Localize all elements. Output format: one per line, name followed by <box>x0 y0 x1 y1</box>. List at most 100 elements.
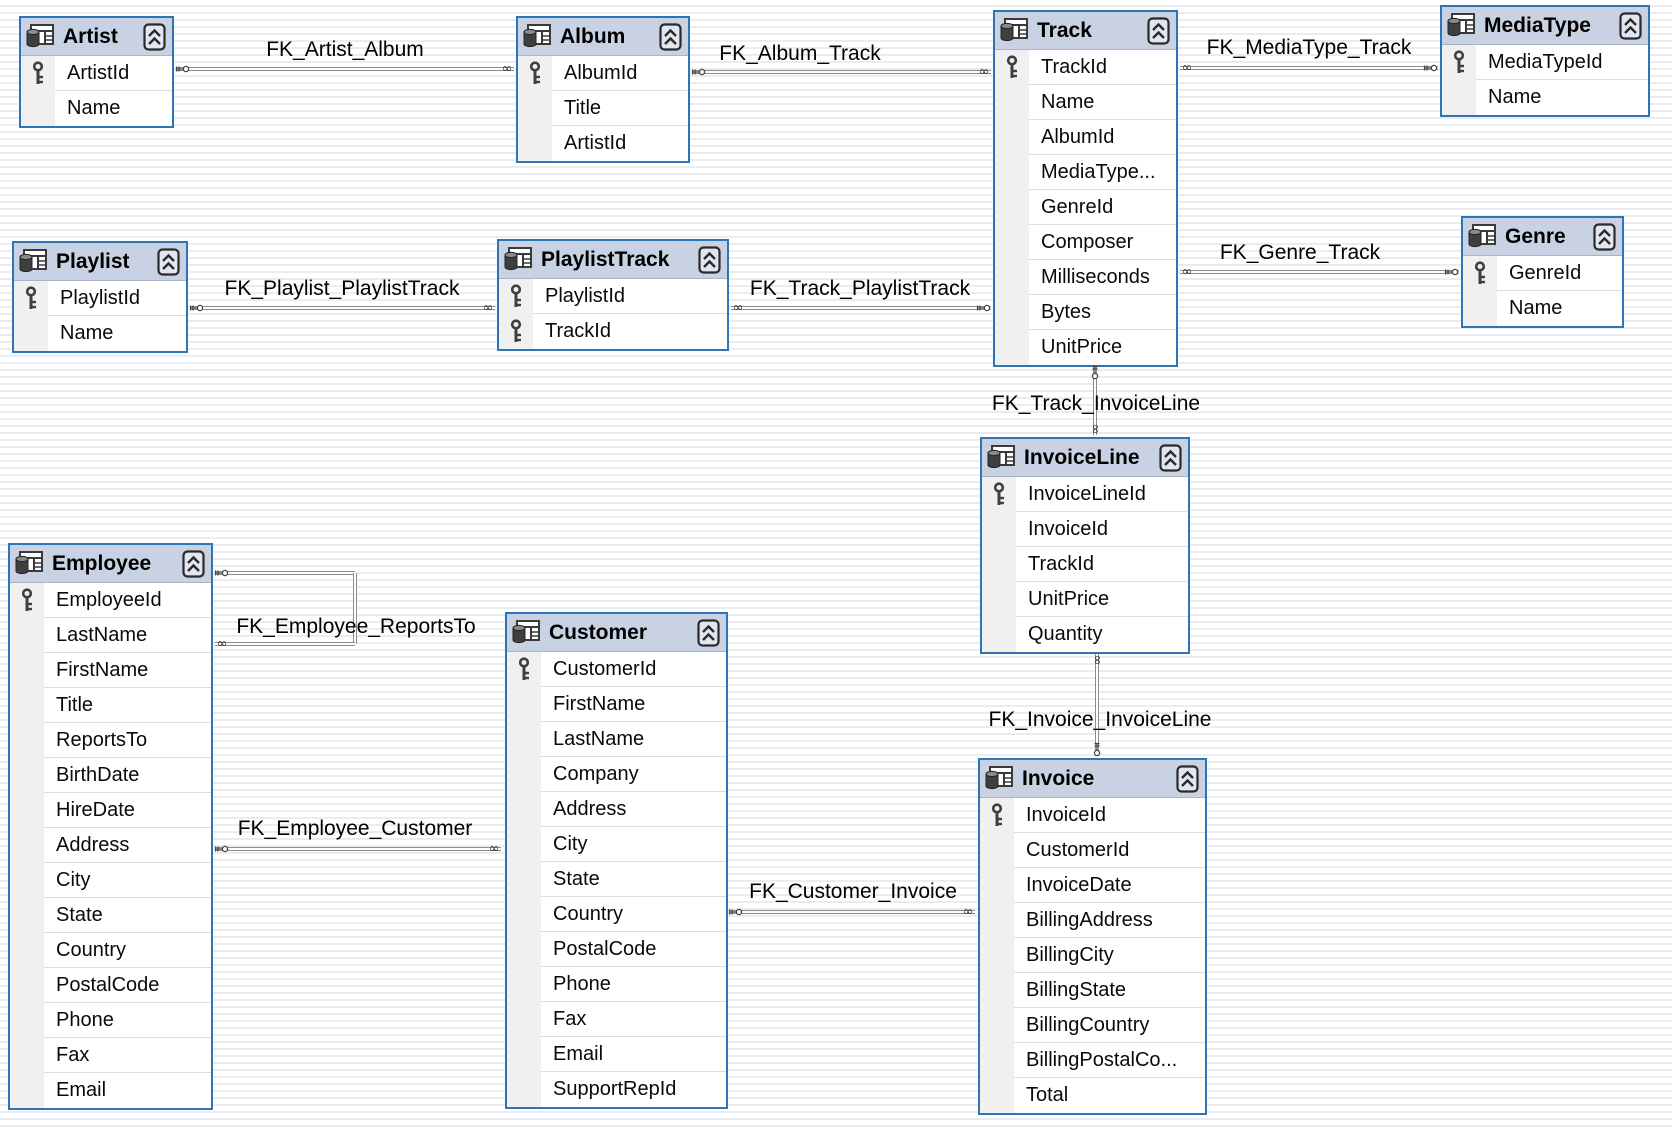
column-row-milliseconds[interactable]: Milliseconds <box>995 259 1176 295</box>
column-row-trackid[interactable]: TrackId <box>982 546 1188 582</box>
column-row-customerid[interactable]: CustomerId <box>980 832 1205 868</box>
column-row-title[interactable]: Title <box>10 687 211 723</box>
relation-line-fk_album_track[interactable] <box>692 70 991 74</box>
collapse-button[interactable] <box>1147 16 1170 45</box>
table-header-employee[interactable]: Employee <box>10 545 211 583</box>
column-row-country[interactable]: Country <box>507 896 726 932</box>
collapse-button[interactable] <box>182 549 205 578</box>
column-row-genreid[interactable]: GenreId <box>995 189 1176 225</box>
column-row-mediatypeid[interactable]: MediaTypeId <box>1442 45 1648 80</box>
relation-line-fk_employee_customer[interactable] <box>215 847 501 851</box>
column-row-artistid[interactable]: ArtistId <box>518 125 688 161</box>
relation-line-fk_employee_reportsto[interactable] <box>215 571 355 575</box>
column-row-phone[interactable]: Phone <box>507 966 726 1002</box>
column-row-reportsto[interactable]: ReportsTo <box>10 722 211 758</box>
column-row-postalcode[interactable]: PostalCode <box>10 967 211 1003</box>
column-row-firstname[interactable]: FirstName <box>10 652 211 688</box>
column-row-state[interactable]: State <box>507 861 726 897</box>
collapse-button[interactable] <box>1619 11 1642 40</box>
relation-label-fk_playlist_playlisttrack[interactable]: FK_Playlist_PlaylistTrack <box>224 277 460 300</box>
column-row-composer[interactable]: Composer <box>995 224 1176 260</box>
column-row-employeeid[interactable]: EmployeeId <box>10 583 211 618</box>
relation-line-fk_invoice_invoiceline[interactable] <box>1095 654 1099 756</box>
relation-line-fk_genre_track[interactable] <box>1180 270 1459 274</box>
column-row-company[interactable]: Company <box>507 756 726 792</box>
column-row-billingpostalco[interactable]: BillingPostalCo... <box>980 1042 1205 1078</box>
collapse-button[interactable] <box>1176 764 1199 793</box>
column-row-name[interactable]: Name <box>14 315 186 351</box>
column-row-name[interactable]: Name <box>21 90 172 126</box>
collapse-button[interactable] <box>659 22 682 51</box>
column-row-birthdate[interactable]: BirthDate <box>10 757 211 793</box>
relation-label-fk_mediatype_track[interactable]: FK_MediaType_Track <box>1206 36 1412 59</box>
collapse-button[interactable] <box>143 22 166 51</box>
column-row-artistid[interactable]: ArtistId <box>21 56 172 91</box>
collapse-button[interactable] <box>1159 443 1182 472</box>
table-header-playlist-track[interactable]: PlaylistTrack <box>499 241 727 279</box>
relation-label-fk_track_playlisttrack[interactable]: FK_Track_PlaylistTrack <box>749 277 971 300</box>
column-row-customerid[interactable]: CustomerId <box>507 652 726 687</box>
column-row-phone[interactable]: Phone <box>10 1002 211 1038</box>
column-row-albumid[interactable]: AlbumId <box>518 56 688 91</box>
table-header-media-type[interactable]: MediaType <box>1442 7 1648 45</box>
column-row-city[interactable]: City <box>10 862 211 898</box>
relation-label-fk_album_track[interactable]: FK_Album_Track <box>719 42 881 65</box>
relation-label-fk_track_invoiceline[interactable]: FK_Track_InvoiceLine <box>991 392 1201 415</box>
relation-label-fk_artist_album[interactable]: FK_Artist_Album <box>266 38 424 61</box>
table-header-invoice-line[interactable]: InvoiceLine <box>982 439 1188 477</box>
column-row-email[interactable]: Email <box>507 1036 726 1072</box>
relation-line-fk_track_playlisttrack[interactable] <box>731 306 991 310</box>
table-header-track[interactable]: Track <box>995 12 1176 50</box>
relation-label-fk_employee_customer[interactable]: FK_Employee_Customer <box>237 817 473 840</box>
column-row-country[interactable]: Country <box>10 932 211 968</box>
table-header-genre[interactable]: Genre <box>1463 218 1622 256</box>
relation-line-fk_employee_reportsto[interactable] <box>215 642 355 646</box>
column-row-unitprice[interactable]: UnitPrice <box>982 581 1188 617</box>
column-row-mediatype[interactable]: MediaType... <box>995 154 1176 190</box>
collapse-button[interactable] <box>1593 222 1616 251</box>
column-row-invoicedate[interactable]: InvoiceDate <box>980 867 1205 903</box>
relation-label-fk_genre_track[interactable]: FK_Genre_Track <box>1219 241 1381 264</box>
table-header-playlist[interactable]: Playlist <box>14 243 186 281</box>
column-row-billingcountry[interactable]: BillingCountry <box>980 1007 1205 1043</box>
column-row-billingcity[interactable]: BillingCity <box>980 937 1205 973</box>
column-row-quantity[interactable]: Quantity <box>982 616 1188 652</box>
relation-line-fk_artist_album[interactable] <box>176 67 514 71</box>
column-row-playlistid[interactable]: PlaylistId <box>14 281 186 316</box>
column-row-address[interactable]: Address <box>507 791 726 827</box>
table-header-album[interactable]: Album <box>518 18 688 56</box>
column-row-billingstate[interactable]: BillingState <box>980 972 1205 1008</box>
column-row-title[interactable]: Title <box>518 90 688 126</box>
column-row-name[interactable]: Name <box>1442 79 1648 115</box>
column-row-postalcode[interactable]: PostalCode <box>507 931 726 967</box>
column-row-supportrepid[interactable]: SupportRepId <box>507 1071 726 1107</box>
relation-label-fk_customer_invoice[interactable]: FK_Customer_Invoice <box>749 880 957 903</box>
column-row-fax[interactable]: Fax <box>507 1001 726 1037</box>
relation-label-fk_invoice_invoiceline[interactable]: FK_Invoice_InvoiceLine <box>988 708 1212 731</box>
column-row-billingaddress[interactable]: BillingAddress <box>980 902 1205 938</box>
column-row-trackid[interactable]: TrackId <box>995 50 1176 85</box>
relation-line-fk_playlist_playlisttrack[interactable] <box>190 306 495 310</box>
relation-line-fk_employee_reportsto[interactable] <box>353 573 357 644</box>
column-row-albumid[interactable]: AlbumId <box>995 119 1176 155</box>
column-row-genreid[interactable]: GenreId <box>1463 256 1622 291</box>
collapse-button[interactable] <box>697 618 720 647</box>
relation-line-fk_track_invoiceline[interactable] <box>1093 367 1097 435</box>
column-row-city[interactable]: City <box>507 826 726 862</box>
column-row-trackid[interactable]: TrackId <box>499 313 727 349</box>
column-row-bytes[interactable]: Bytes <box>995 294 1176 330</box>
relation-line-fk_customer_invoice[interactable] <box>729 910 975 914</box>
column-row-hiredate[interactable]: HireDate <box>10 792 211 828</box>
column-row-fax[interactable]: Fax <box>10 1037 211 1073</box>
collapse-button[interactable] <box>157 247 180 276</box>
